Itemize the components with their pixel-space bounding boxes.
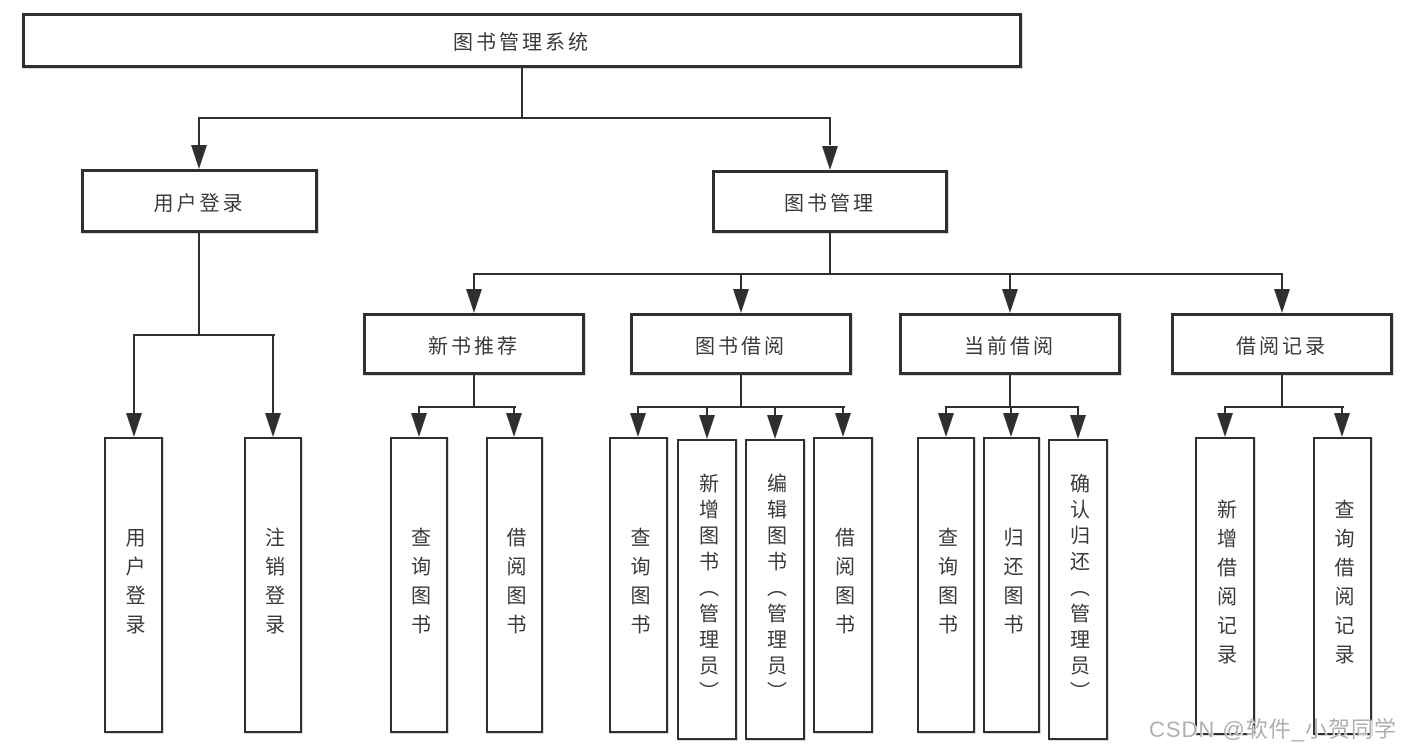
node-borrow-record-label: 借阅记录 <box>1236 335 1328 358</box>
node-leaf-return-books: 归还图书 <box>983 437 1040 733</box>
node-leaf-return-books-label: 归还图书 <box>1000 527 1022 643</box>
connector-drop-query-books-b <box>637 406 639 414</box>
arrow-down-icon <box>1217 413 1233 437</box>
node-library-management-system-label: 图书管理系统 <box>453 32 591 54</box>
node-leaf-add-books-admin-label: 新增图书（管理员） <box>695 472 718 707</box>
arrow-down-icon <box>265 413 281 437</box>
connector-borrow-record-rail <box>1224 406 1344 408</box>
arrow-down-icon <box>1334 413 1350 437</box>
connector-drop-borrow-record <box>1281 273 1283 289</box>
node-borrow-record: 借阅记录 <box>1171 313 1393 375</box>
node-leaf-borrow-books: 借阅图书 <box>813 437 873 733</box>
connector-drop-borrow-books-b <box>842 406 844 414</box>
connector-drop-query-books-a <box>418 406 420 414</box>
node-book-management-label: 图书管理 <box>784 193 876 215</box>
node-leaf-edit-books-admin-label: 编辑图书（管理员） <box>763 472 786 707</box>
connector-borrow-record-stem <box>1281 375 1283 408</box>
connector-drop-book-management <box>829 117 831 145</box>
node-leaf-query-books-current-label: 查询图书 <box>934 527 957 643</box>
connector-drop-current-borrow <box>1009 273 1011 289</box>
connector-drop-user-login <box>198 117 200 145</box>
node-current-borrow: 当前借阅 <box>899 313 1121 375</box>
arrow-down-icon <box>466 289 482 313</box>
arrow-down-icon <box>733 289 749 313</box>
node-current-borrow-label: 当前借阅 <box>964 335 1056 358</box>
connector-book-borrow-rail <box>637 406 845 408</box>
arrow-down-icon <box>506 413 522 437</box>
node-user-login: 用户登录 <box>81 169 318 233</box>
arrow-down-icon <box>767 415 783 439</box>
connector-root-stem <box>521 68 523 117</box>
connector-drop-confirm-return <box>1077 406 1079 416</box>
node-leaf-query-books-borrow-label: 查询图书 <box>627 527 649 643</box>
connector-drop-leaf-logout <box>272 334 274 413</box>
connector-drop-book-borrow <box>740 273 742 289</box>
connector-drop-query-borrow-record <box>1341 406 1343 414</box>
arrow-down-icon <box>1002 289 1018 313</box>
arrow-down-icon <box>1274 289 1290 313</box>
connector-drop-borrow-books-a <box>513 406 515 414</box>
connector-drop-query-books-c <box>945 406 947 414</box>
node-library-management-system: 图书管理系统 <box>22 13 1022 68</box>
arrow-down-icon <box>126 413 142 437</box>
node-leaf-query-books-recommend: 查询图书 <box>390 437 448 733</box>
connector-drop-add-borrow-record <box>1224 406 1226 414</box>
arrow-down-icon <box>1003 413 1019 437</box>
node-leaf-user-login: 用户登录 <box>104 437 163 733</box>
node-leaf-user-login-label: 用户登录 <box>122 527 144 643</box>
node-leaf-query-borrow-record: 查询借阅记录 <box>1313 437 1372 735</box>
node-leaf-add-borrow-record-label: 新增借阅记录 <box>1213 499 1236 673</box>
arrow-down-icon <box>1070 415 1086 439</box>
connector-level1-rail <box>198 117 831 119</box>
node-book-borrow-label: 图书借阅 <box>695 335 787 358</box>
node-new-book-recommend: 新书推荐 <box>363 313 585 375</box>
connector-level2-rail <box>473 273 1283 275</box>
connector-new-book-recommend-stem <box>473 375 475 408</box>
connector-drop-edit-books <box>774 406 776 416</box>
node-leaf-add-books-admin: 新增图书（管理员） <box>677 439 737 740</box>
arrow-down-icon <box>835 413 851 437</box>
arrow-down-icon <box>822 146 838 170</box>
node-leaf-edit-books-admin: 编辑图书（管理员） <box>745 439 805 740</box>
connector-current-borrow-rail <box>945 406 1079 408</box>
node-leaf-logout: 注销登录 <box>244 437 302 733</box>
node-leaf-query-books-current: 查询图书 <box>917 437 975 733</box>
node-leaf-logout-label: 注销登录 <box>261 527 284 643</box>
node-leaf-confirm-return-admin: 确认归还（管理员） <box>1048 439 1108 740</box>
arrow-down-icon <box>411 413 427 437</box>
node-leaf-add-borrow-record: 新增借阅记录 <box>1195 437 1255 735</box>
connector-drop-return-books <box>1010 406 1012 414</box>
arrow-down-icon <box>191 145 207 169</box>
connector-current-borrow-stem <box>1009 375 1011 408</box>
node-leaf-borrow-books-label: 借阅图书 <box>831 527 854 643</box>
node-book-management: 图书管理 <box>712 170 948 233</box>
node-book-borrow: 图书借阅 <box>630 313 852 375</box>
node-leaf-query-books-borrow: 查询图书 <box>609 437 668 733</box>
node-new-book-recommend-label: 新书推荐 <box>428 335 520 358</box>
connector-user-login-stem <box>198 233 200 336</box>
csdn-watermark: CSDN @软件_小贺同学 <box>1148 717 1397 742</box>
connector-new-book-recommend-rail <box>418 406 516 408</box>
node-leaf-query-books-recommend-label: 查询图书 <box>407 527 430 643</box>
connector-book-management-stem <box>829 233 831 275</box>
arrow-down-icon <box>699 415 715 439</box>
arrow-down-icon <box>630 413 646 437</box>
node-leaf-query-borrow-record-label: 查询借阅记录 <box>1331 499 1353 673</box>
connector-drop-add-books <box>706 406 708 416</box>
connector-drop-new-book-recommend <box>473 273 475 289</box>
connector-drop-leaf-user-login <box>133 334 135 413</box>
node-leaf-borrow-books-recommend-label: 借阅图书 <box>503 527 525 643</box>
node-leaf-borrow-books-recommend: 借阅图书 <box>486 437 543 733</box>
node-leaf-confirm-return-admin-label: 确认归还（管理员） <box>1066 472 1089 707</box>
connector-book-borrow-stem <box>740 375 742 408</box>
arrow-down-icon <box>938 413 954 437</box>
node-user-login-label: 用户登录 <box>153 192 246 215</box>
connector-user-login-rail <box>133 334 275 336</box>
